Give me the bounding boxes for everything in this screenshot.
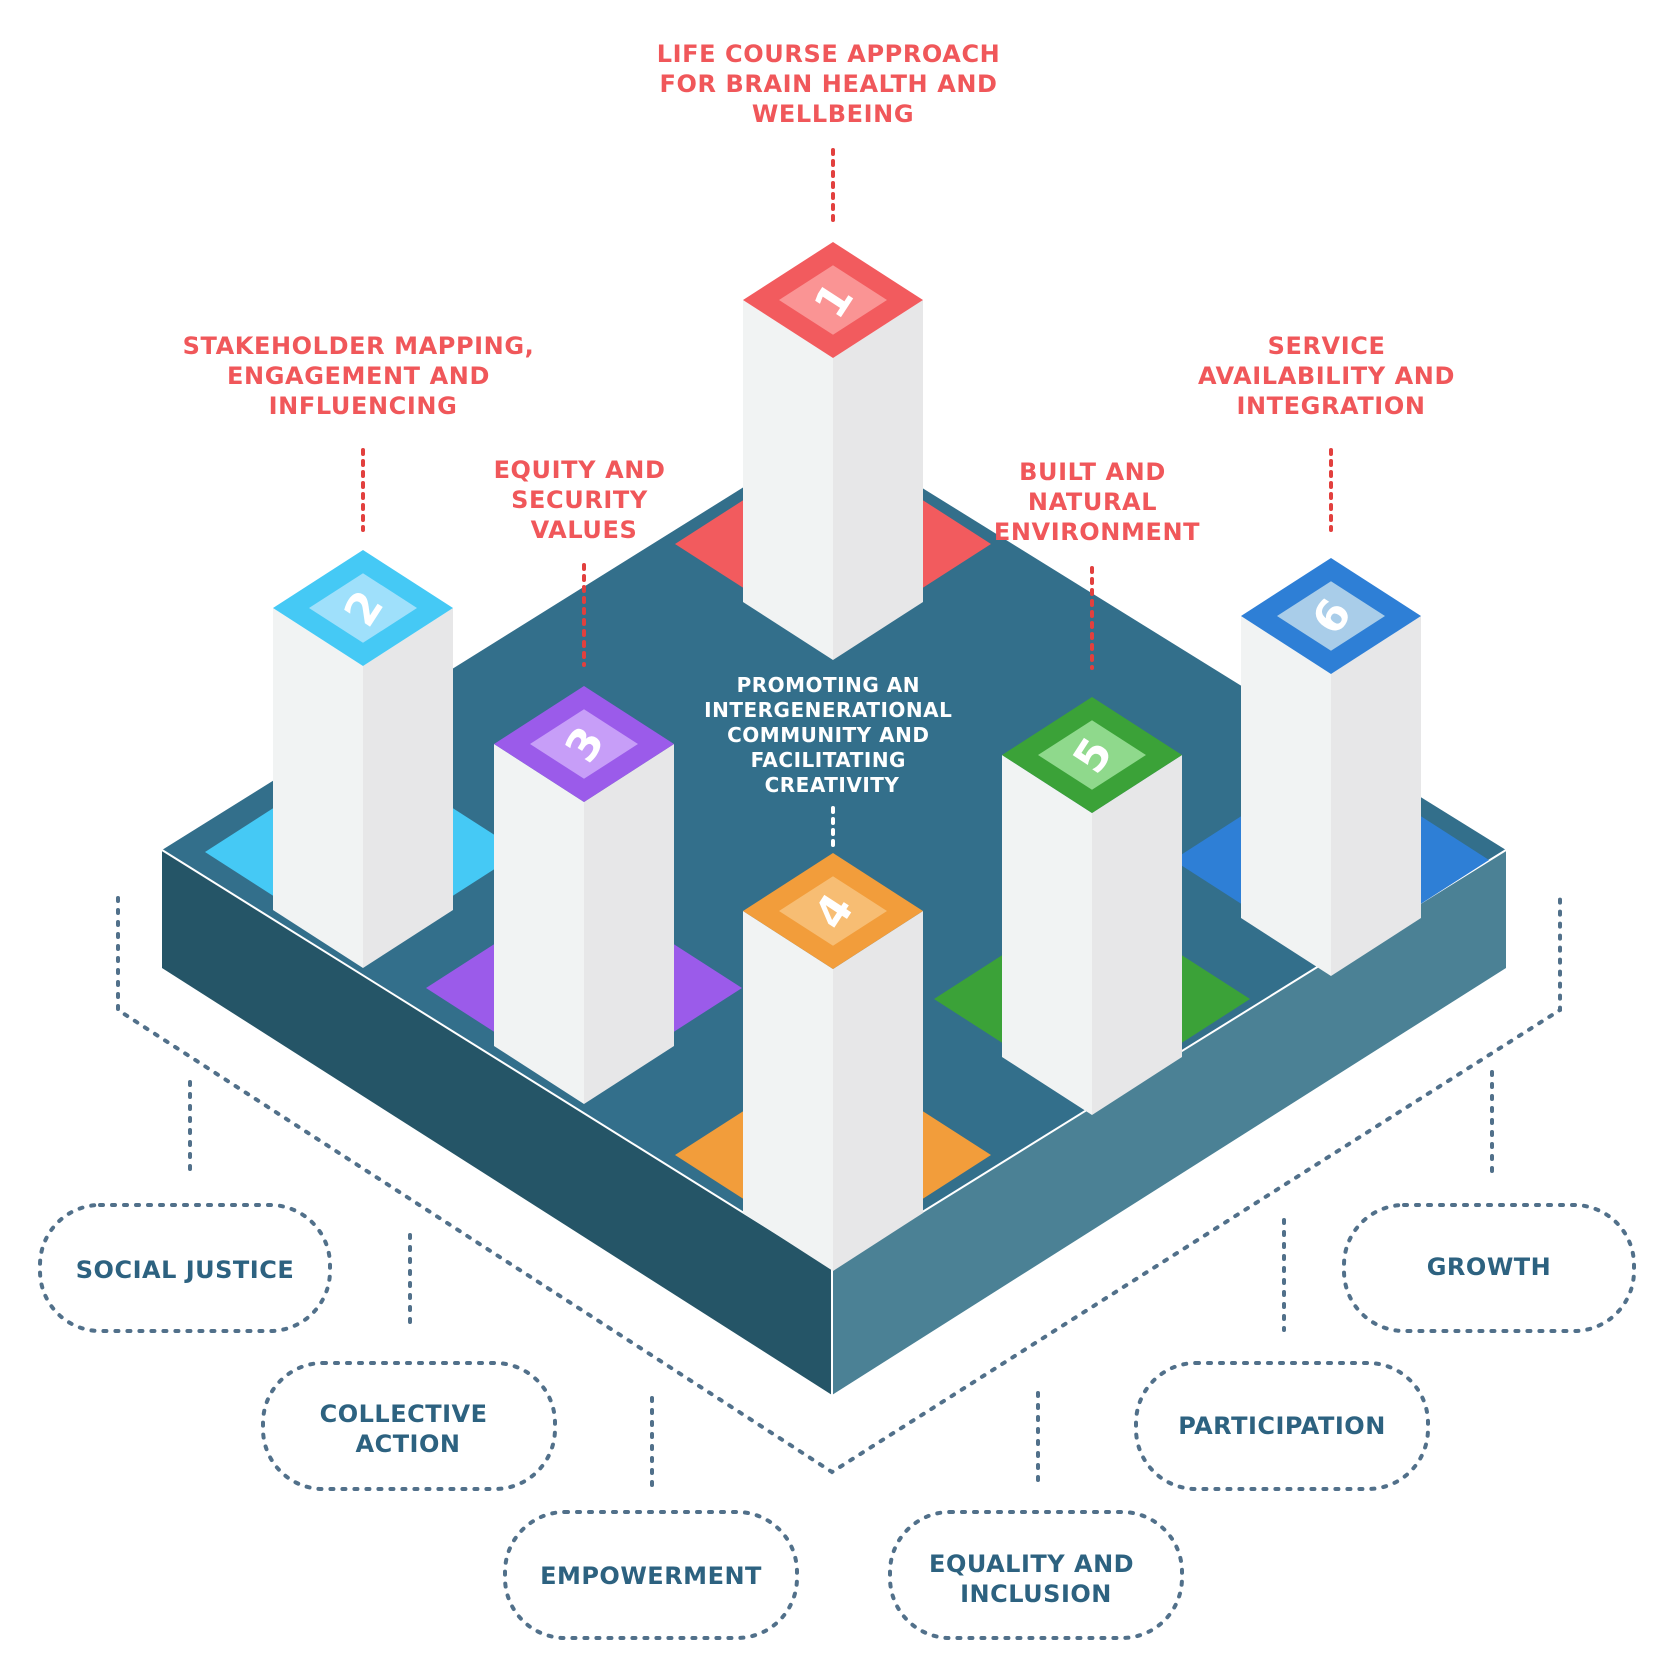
pillar-left-face — [743, 911, 833, 1271]
pillar-2: 2 — [205, 550, 521, 968]
value-participation: PARTICIPATION — [1134, 1361, 1430, 1491]
pillar-left-face — [1002, 755, 1092, 1115]
value-label-line: PARTICIPATION — [1178, 1412, 1386, 1440]
pillar-4: 4 — [675, 853, 991, 1271]
pillar-left-face — [494, 744, 584, 1104]
bracket-outline — [116, 896, 1562, 1475]
pillar-3: 3 — [426, 686, 742, 1104]
pillar-2-label: STAKEHOLDER MAPPING, ENGAGEMENT AND INFL… — [183, 332, 544, 420]
value-empowerment: EMPOWERMENT — [503, 1510, 799, 1640]
pillar-6-label-line-2: AVAILABILITY AND — [1198, 362, 1455, 390]
pillar-5-label-line-2: NATURAL — [1028, 488, 1157, 516]
pillar-4-label: PROMOTING AN INTERGENERATIONAL COMMUNITY… — [704, 673, 960, 797]
pillar-6: 6 — [1173, 558, 1489, 976]
pillar-cap-inner — [1038, 720, 1146, 790]
pillar-right-face — [363, 608, 453, 968]
pillar-3-label-line-2: SECURITY — [511, 486, 648, 514]
pillar-cap-inner — [530, 709, 638, 779]
value-equality-and-inclusion: EQUALITY AND INCLUSION — [888, 1510, 1184, 1640]
pillar-3-label-line-3: VALUES — [531, 516, 638, 544]
value-label: EMPOWERMENT — [540, 1562, 762, 1590]
value-social-justice: SOCIAL JUSTICE — [38, 1203, 332, 1333]
pillar-2-label-line-1: STAKEHOLDER MAPPING, — [183, 332, 535, 360]
value-collective-action: COLLECTIVE ACTION — [261, 1361, 557, 1491]
value-pill-frame — [1134, 1361, 1430, 1491]
pillar-1-label-line-1: LIFE COURSE APPROACH — [657, 40, 1001, 68]
value-label: COLLECTIVE ACTION — [320, 1400, 497, 1458]
pillar-5-label-line-1: BUILT AND — [1019, 458, 1166, 486]
platform — [161, 432, 1507, 1395]
pillar-labels: LIFE COURSE APPROACH FOR BRAIN HEALTH AN… — [183, 40, 1464, 797]
pillar-cap-inner — [309, 573, 417, 643]
value-label-line: GROWTH — [1427, 1253, 1552, 1281]
pillar-5-label: BUILT AND NATURAL ENVIRONMENT — [994, 458, 1200, 546]
value-label: EQUALITY AND INCLUSION — [929, 1550, 1143, 1608]
value-pill-frame — [503, 1510, 799, 1640]
pillar-5: 5 — [934, 697, 1250, 1115]
value-pill-frame — [38, 1203, 332, 1333]
value-label-line: SOCIAL JUSTICE — [76, 1256, 294, 1284]
pillar-5-label-line-3: ENVIRONMENT — [994, 518, 1200, 546]
value-label: SOCIAL JUSTICE — [76, 1256, 294, 1284]
pillar-6-label-line-3: INTEGRATION — [1236, 392, 1425, 420]
value-pill-frame — [888, 1510, 1184, 1640]
pillar-connectors — [361, 148, 1333, 670]
pillar-4-label-line-3: COMMUNITY AND — [727, 723, 929, 747]
value-connectors — [188, 1070, 1494, 1490]
pillar-cap-inner — [779, 876, 887, 946]
pillar-2-label-line-3: INFLUENCING — [269, 392, 458, 420]
value-pill-frame — [1342, 1203, 1636, 1333]
value-pills: SOCIAL JUSTICE COLLECTIVE ACTION EMPOWER… — [38, 1203, 1636, 1640]
pillar-1-label-line-3: WELLBEING — [752, 100, 914, 128]
pillar-1-label-line-2: FOR BRAIN HEALTH AND — [659, 70, 997, 98]
pillar-4-label-line-1: PROMOTING AN — [737, 673, 920, 697]
pillar-right-face — [1092, 755, 1182, 1115]
value-label: GROWTH — [1427, 1253, 1552, 1281]
value-label-line: COLLECTIVE — [320, 1400, 488, 1428]
pillar-1-label: LIFE COURSE APPROACH FOR BRAIN HEALTH AN… — [657, 40, 1010, 128]
value-label-line: INCLUSION — [960, 1580, 1112, 1608]
platform-left-face — [162, 850, 832, 1395]
pillar-left-face — [273, 608, 363, 968]
pillar-cap-inner — [1277, 581, 1385, 651]
pillar-6-label: SERVICE AVAILABILITY AND INTEGRATION — [1198, 332, 1464, 420]
value-label-line: ACTION — [356, 1430, 461, 1458]
pillar-6-label-line-1: SERVICE — [1268, 332, 1386, 360]
pillar-right-face — [833, 911, 923, 1271]
pillar-right-face — [584, 744, 674, 1104]
value-growth: GROWTH — [1342, 1203, 1636, 1333]
pillar-3-label: EQUITY AND SECURITY VALUES — [494, 456, 675, 544]
pillar-4-label-line-2: INTERGENERATIONAL — [704, 698, 952, 722]
pillar-3-label-line-1: EQUITY AND — [494, 456, 666, 484]
pillar-left-face — [1241, 616, 1331, 976]
pillar-right-face — [833, 300, 923, 660]
pillar-cap-inner — [779, 265, 887, 335]
pillar-right-face — [1331, 616, 1421, 976]
pillar-4-label-line-4: FACILITATING — [751, 748, 906, 772]
value-label-line: EMPOWERMENT — [540, 1562, 762, 1590]
value-label: PARTICIPATION — [1178, 1412, 1386, 1440]
pillar-1: 1 — [675, 242, 991, 660]
pillar-left-face — [743, 300, 833, 660]
pillar-2-label-line-2: ENGAGEMENT AND — [227, 362, 490, 390]
value-label-line: EQUALITY AND — [929, 1550, 1134, 1578]
value-pill-frame — [261, 1361, 557, 1491]
pillar-4-label-line-5: CREATIVITY — [765, 773, 900, 797]
platform-right-face — [832, 850, 1506, 1395]
